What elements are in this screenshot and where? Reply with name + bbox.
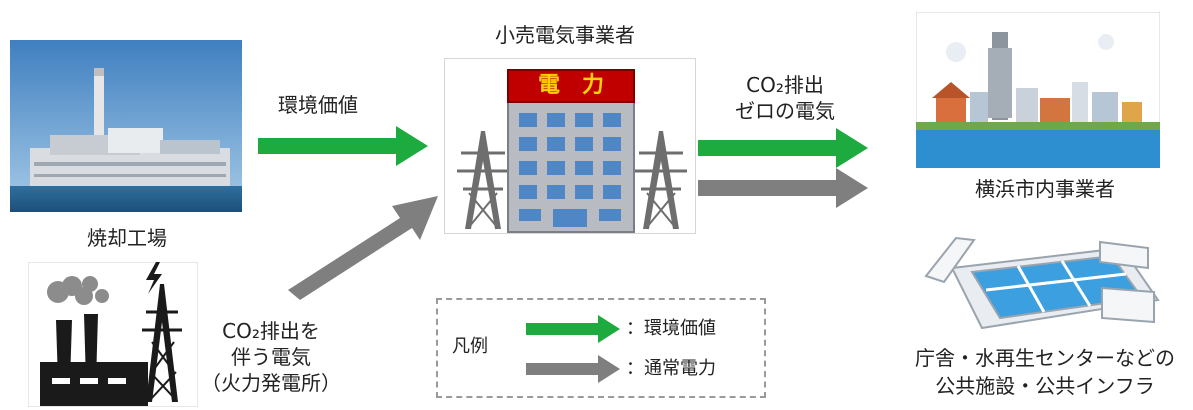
co2-power-label-1: CO₂排出を <box>222 319 320 343</box>
legend-gray-arrow <box>526 355 620 383</box>
co2-power-label-2: 伴う電気 <box>231 345 311 369</box>
co2-power-label-3: （火力発電所） <box>201 371 341 395</box>
incinerator-label: 焼却工場 <box>87 226 167 250</box>
legend-green-label: ：環境価値 <box>626 318 716 339</box>
public-facilities-label-1: 庁舎・水再生センターなどの <box>915 346 1175 370</box>
thermal-power-plant-icon <box>28 262 198 407</box>
building-sign: 電 力 <box>507 69 635 103</box>
power-plant-arrow <box>288 196 438 300</box>
transmission-tower-left-icon <box>457 131 509 229</box>
public-facilities-label-2: 公共施設・公共インフラ <box>935 374 1155 398</box>
transmission-tower-right-icon <box>635 131 687 229</box>
legend-title: 凡例 <box>452 336 488 357</box>
normal-power-arrow <box>698 168 868 208</box>
zero-co2-label-2: ゼロの電気 <box>735 99 835 123</box>
legend-green-arrow <box>526 315 620 343</box>
building-windows <box>519 113 621 227</box>
building-sign-text: 電 力 <box>537 73 604 98</box>
env-value-arrow <box>258 126 428 166</box>
legend: 凡例 ：環境価値 ：通常電力 <box>436 298 766 398</box>
city-business-label: 横浜市内事業者 <box>975 177 1115 201</box>
yokohama-cityscape-illustration <box>916 12 1160 168</box>
water-reclamation-center-icon <box>924 236 1160 330</box>
zero-co2-label-1: CO₂排出 <box>746 73 824 97</box>
env-value-label: 環境価値 <box>278 93 358 117</box>
legend-gray-label: ：通常電力 <box>626 358 716 379</box>
incinerator-photo <box>10 40 242 212</box>
retailer-label: 小売電気事業者 <box>495 23 635 47</box>
retailer-illustration: 電 力 <box>444 58 696 234</box>
power-company-building: 電 力 <box>507 69 635 233</box>
zero-co2-arrow <box>698 128 868 168</box>
